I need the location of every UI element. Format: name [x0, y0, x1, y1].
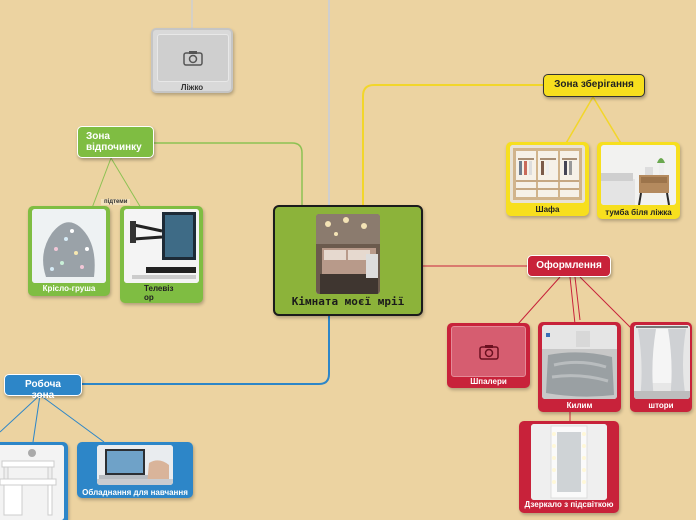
wardrobe-image — [510, 145, 585, 203]
topic-storage-label: Зона зберігання — [554, 79, 634, 90]
camera-icon — [478, 344, 499, 360]
beanbag-label: Крісло-груша — [42, 284, 96, 293]
wardrobe-node[interactable]: Шафа — [506, 142, 589, 216]
study-equipment-node[interactable]: Обладнання для навчання — [77, 442, 193, 498]
wallpaper-image-placeholder — [451, 326, 526, 377]
topic-decor-label: Оформлення — [536, 260, 602, 271]
curtains-image — [634, 325, 690, 399]
desk-node[interactable] — [0, 442, 68, 520]
subtopic-edge-label: підтеми — [101, 199, 131, 205]
topic-relax-zone[interactable]: Зона відпочинку — [77, 126, 154, 158]
central-topic[interactable]: Кімната моєї мрії — [273, 205, 423, 316]
nightstand-image — [601, 145, 676, 205]
nightstand-label: тумба біля ліжка — [605, 208, 672, 217]
topic-work-zone[interactable]: Робоча зона — [4, 374, 82, 401]
wardrobe-label: Шафа — [535, 205, 560, 214]
curtains-label: штори — [648, 401, 674, 410]
bed-label: Ліжко — [180, 83, 204, 92]
mirror-image — [531, 424, 607, 500]
nightstand-node[interactable]: тумба біля ліжка — [597, 142, 680, 219]
curtains-node[interactable]: штори — [630, 322, 692, 412]
topic-decor[interactable]: Оформлення — [527, 255, 611, 277]
carpet-image — [542, 325, 617, 399]
mirror-label: Дзеркало з підсвіткою — [524, 500, 614, 509]
carpet-label: Килим — [566, 401, 593, 410]
tv-label: Телевізор — [144, 284, 174, 302]
camera-icon — [183, 51, 203, 66]
topic-storage-zone[interactable]: Зона зберігання — [543, 74, 645, 97]
wallpaper-label: Шпалери — [470, 377, 507, 386]
beanbag-node[interactable]: Крісло-груша — [28, 206, 110, 296]
bed-image-placeholder — [157, 34, 229, 82]
bed-node[interactable]: Ліжко — [151, 28, 233, 93]
tv-image — [124, 209, 199, 283]
beanbag-image — [32, 209, 106, 283]
study-equipment-label: Обладнання для навчання — [82, 488, 188, 497]
carpet-node[interactable]: Килим — [538, 322, 621, 412]
wallpaper-node[interactable]: Шпалери — [447, 323, 530, 388]
central-room-image — [316, 214, 380, 294]
topic-relax-label: Зона відпочинку — [86, 131, 142, 153]
tv-node[interactable]: Телевізор — [120, 206, 203, 303]
study-equipment-image — [97, 445, 173, 485]
topic-work-label: Робоча зона — [25, 379, 61, 401]
central-title: Кімната моєї мрії — [291, 295, 405, 308]
mirror-node[interactable]: Дзеркало з підсвіткою — [519, 421, 619, 513]
desk-image — [0, 445, 64, 520]
